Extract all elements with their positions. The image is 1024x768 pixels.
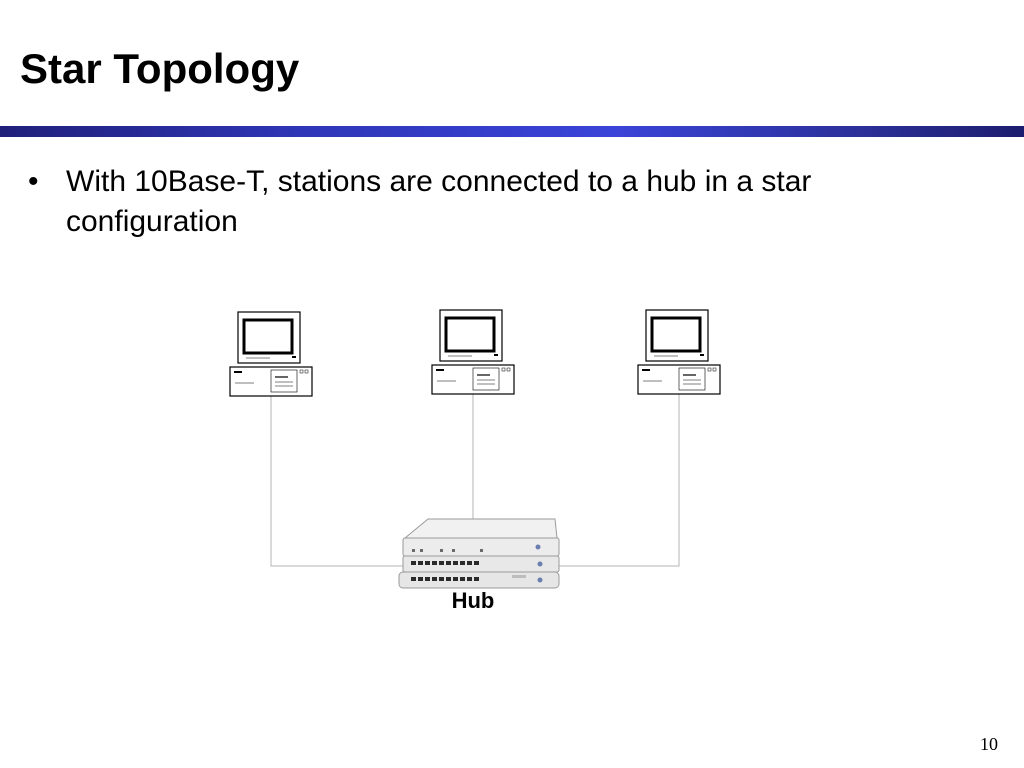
desktop-computer-icon: [636, 308, 722, 396]
bullet-marker: •: [28, 165, 39, 198]
network-hub-icon: [398, 518, 560, 589]
desktop-computer-icon: [430, 308, 516, 396]
desktop-computer-icon: [228, 310, 314, 398]
title-divider: [0, 126, 1024, 137]
station-3: [636, 308, 722, 396]
cable-station-3: [550, 393, 680, 567]
bullet-item: • With 10Base-T, stations are connected …: [28, 162, 988, 242]
station-2: [430, 308, 516, 396]
station-1: [228, 310, 314, 398]
slide-title: Star Topology: [20, 45, 300, 92]
hub-label: Hub: [451, 588, 495, 613]
cable-station-1: [270, 396, 410, 567]
bullet-text: With 10Base-T, stations are connected to…: [66, 165, 812, 238]
page-number: 10: [980, 734, 998, 754]
cable-lines: [270, 393, 680, 567]
